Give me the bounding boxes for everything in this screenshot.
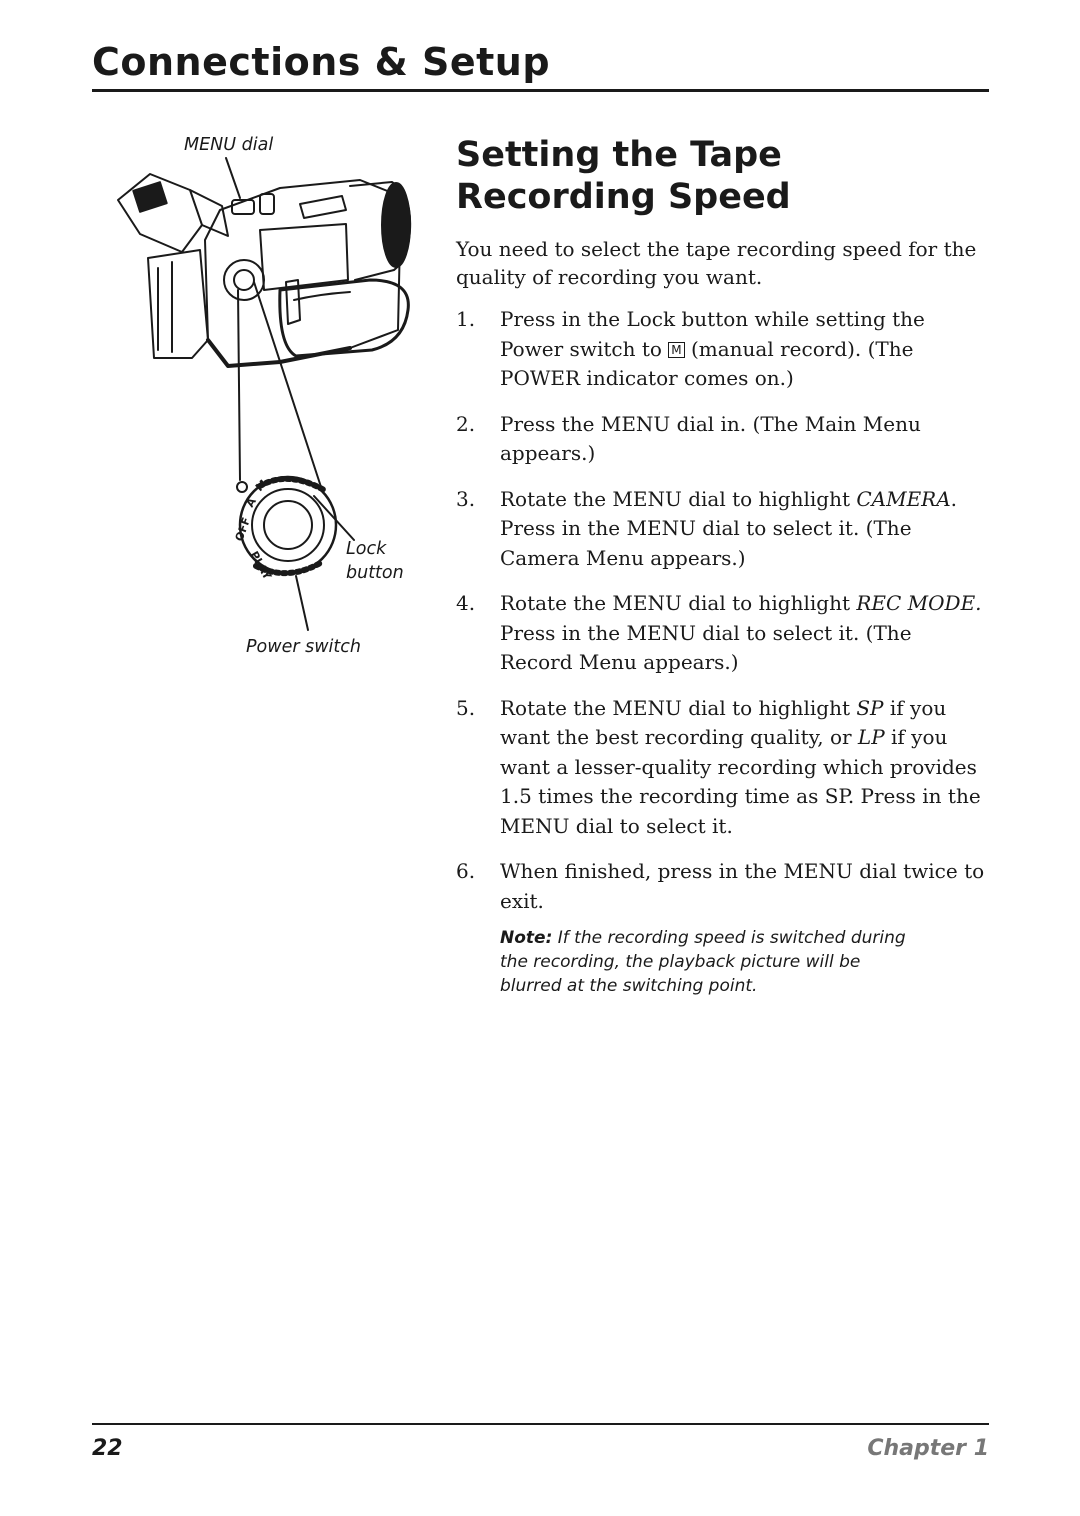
dial-label-off: OFF [233,516,254,543]
step-number: 4. [456,591,476,615]
menu-dial-top [231,199,255,215]
viewfinder-window [132,181,168,213]
step-number: 2. [456,411,476,436]
page-title-line-1: Setting the Tape [456,135,782,175]
step-text: Press in the MENU dial to select it. (Th… [500,620,912,675]
note-label: Note: [500,928,553,948]
manual-mode-icon: M [668,341,685,358]
step-text: Press the MENU dial in. (The Main Menu a… [500,411,921,466]
step-text: Rotate the MENU dial to highlight [500,591,857,615]
top-button [259,193,275,215]
camcorder-illustration: MENU dial Lock button Power switch [110,130,430,690]
step-1: 1. Press in the Lock button while settin… [456,305,988,394]
step-number: 3. [456,486,476,511]
side-panel [259,223,349,291]
callout-menu-dial: MENU dial [184,135,274,155]
leader-line-power-switch [295,575,309,631]
callout-power-switch: Power switch [246,637,361,657]
viewfinder-mount [189,189,229,237]
step-text: if you want a lesser-quality recording w… [500,725,981,838]
leader-line-menu-dial [225,157,241,199]
callout-button: button [346,563,404,583]
step-2: 2. Press the MENU dial in. (The Main Men… [456,410,988,469]
leader-line-dial-left [237,289,241,481]
step-5: 5. Rotate the MENU dial to highlight SP … [456,694,988,842]
step-text: When finished, press in the MENU dial tw… [500,859,985,913]
step-6: 6. When finished, press in the MENU dial… [456,857,988,916]
camcorder-drawing: OFF A M PLAY [117,157,412,631]
menu-item-name: SP [856,695,884,720]
section-header-title: Connections & Setup [92,40,551,84]
step-text: Rotate the MENU dial to highlight [500,695,857,720]
step-number: 6. [456,859,476,883]
step-text: Press in the Lock button while setting t… [500,307,925,361]
dial-label-play: PLAY [247,549,274,583]
step-text: . Press in the MENU dial to select it. (… [500,486,958,570]
note-text: If the recording speed is switched durin… [500,928,906,996]
power-switch-center [263,500,313,550]
body-shadow [206,338,352,368]
step-3: 3. Rotate the MENU dial to highlight CAM… [456,485,988,574]
camera-body-shape [204,179,401,367]
step-text: Rotate the MENU dial to highlight [500,486,857,511]
dial-knurl [257,475,327,493]
power-switch-ring [251,488,325,562]
leader-line-dial-right [253,281,323,491]
step-4: 4. Rotate the MENU dial to highlight REC… [456,589,988,678]
intro-paragraph: You need to select the tape recording sp… [456,237,977,289]
hand-strap [278,278,410,358]
steps-list: 1. Press in the Lock button while settin… [456,305,988,932]
chapter-label: Chapter 1 [867,1436,989,1461]
menu-item-name: LP [857,725,885,749]
note: Note: If the recording speed is switched… [500,926,920,998]
menu-item-name: CAMERA [856,486,951,511]
page-title-line-2: Recording Speed [456,177,791,217]
strap-buckle [285,279,301,325]
top-panel [299,195,347,219]
step-text: if you want the best recording quality, … [500,695,947,750]
dial-knurl [253,559,325,577]
power-dial-center [233,269,255,291]
page-title: Setting the Tape Recording Speed [456,134,996,218]
step-number: 1. [456,307,476,331]
step-text: (manual record). (The POWER indicator co… [500,336,914,391]
strap-stitch [293,291,351,301]
header-rule [92,89,989,92]
callout-lock: Lock [346,539,387,559]
menu-item-name: REC MODE. [856,591,982,615]
battery-shape [147,249,209,359]
leader-line-lock [313,495,355,541]
page-number: 22 [92,1436,123,1461]
footer-rule [92,1423,989,1425]
lock-button [236,481,248,493]
step-number: 5. [456,695,476,720]
power-dial-body [223,259,265,301]
lens-hood [381,182,411,268]
